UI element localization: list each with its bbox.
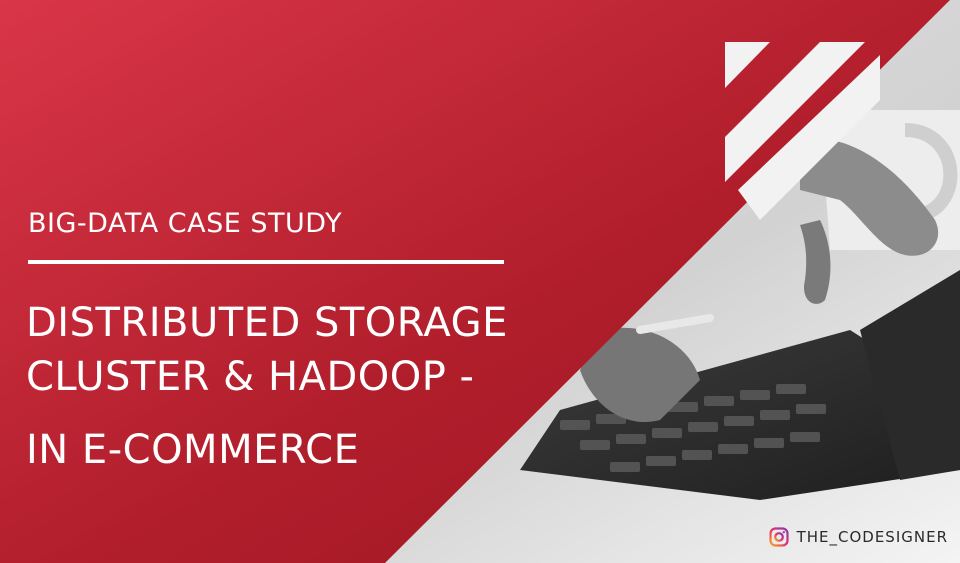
title-line-1: DISTRIBUTED STORAGE	[26, 300, 508, 346]
title-divider	[28, 260, 504, 264]
credit-handle: THE_CODESIGNER	[796, 528, 948, 546]
author-credit: THE_CODESIGNER	[768, 527, 948, 547]
case-study-label: BIG-DATA CASE STUDY	[28, 208, 343, 239]
title-line-3: IN E-COMMERCE	[26, 427, 360, 473]
title-line-2: CLUSTER & HADOOP -	[26, 354, 475, 400]
instagram-icon	[768, 527, 789, 547]
decorative-stripes	[725, 42, 880, 220]
